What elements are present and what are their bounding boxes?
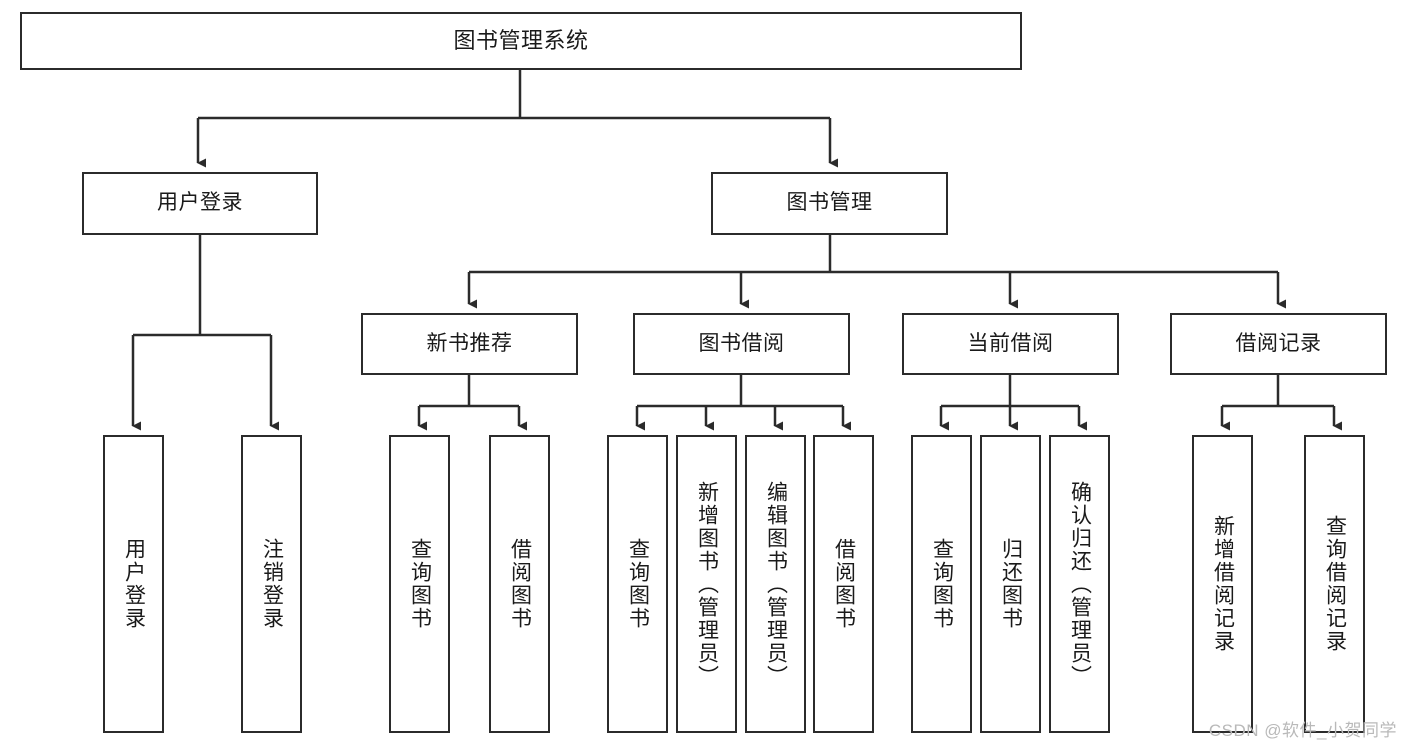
node-current-borrow[interactable]: 当前借阅 bbox=[902, 313, 1119, 375]
node-leaf-query-record[interactable]: 查询借阅记录 bbox=[1304, 435, 1365, 733]
node-root-system[interactable]: 图书管理系统 bbox=[20, 12, 1022, 70]
node-book-manage-label: 图书管理 bbox=[786, 191, 873, 215]
node-leaf-return-book[interactable]: 归还图书 bbox=[980, 435, 1041, 733]
node-leaf-query-record-label: 查询借阅记录 bbox=[1323, 515, 1347, 653]
node-leaf-user-login[interactable]: 用户登录 bbox=[103, 435, 164, 733]
node-leaf-borrow-book-1-label: 借阅图书 bbox=[508, 538, 532, 630]
node-leaf-borrow-book-2[interactable]: 借阅图书 bbox=[813, 435, 874, 733]
node-leaf-edit-book[interactable]: 编辑图书（管理员） bbox=[745, 435, 806, 733]
node-leaf-logout-login-label: 注销登录 bbox=[260, 538, 284, 630]
node-current-borrow-label: 当前借阅 bbox=[967, 331, 1054, 355]
node-root-system-label: 图书管理系统 bbox=[453, 28, 589, 54]
node-leaf-query-book-3-label: 查询图书 bbox=[930, 538, 954, 630]
node-leaf-logout-login[interactable]: 注销登录 bbox=[241, 435, 302, 733]
node-leaf-confirm-return[interactable]: 确认归还（管理员） bbox=[1049, 435, 1110, 733]
node-leaf-edit-book-label: 编辑图书（管理员） bbox=[764, 480, 788, 688]
node-book-borrow-label: 图书借阅 bbox=[698, 331, 785, 355]
node-leaf-query-book-1[interactable]: 查询图书 bbox=[389, 435, 450, 733]
node-leaf-query-book-3[interactable]: 查询图书 bbox=[911, 435, 972, 733]
node-new-book-recommend[interactable]: 新书推荐 bbox=[361, 313, 578, 375]
node-leaf-query-book-1-label: 查询图书 bbox=[408, 538, 432, 630]
node-borrow-record-label: 借阅记录 bbox=[1235, 331, 1322, 355]
node-leaf-confirm-return-label: 确认归还（管理员） bbox=[1068, 480, 1092, 688]
node-leaf-add-record-label: 新增借阅记录 bbox=[1211, 515, 1235, 653]
node-book-borrow[interactable]: 图书借阅 bbox=[633, 313, 850, 375]
node-leaf-add-record[interactable]: 新增借阅记录 bbox=[1192, 435, 1253, 733]
node-user-login-label: 用户登录 bbox=[157, 191, 243, 215]
node-user-login[interactable]: 用户登录 bbox=[82, 172, 318, 235]
node-book-manage[interactable]: 图书管理 bbox=[711, 172, 948, 235]
node-leaf-query-book-2-label: 查询图书 bbox=[626, 538, 650, 630]
node-leaf-borrow-book-2-label: 借阅图书 bbox=[832, 538, 856, 630]
csdn-watermark: CSDN @软件_小贺同学 bbox=[1208, 721, 1397, 740]
node-leaf-return-book-label: 归还图书 bbox=[999, 538, 1023, 630]
node-leaf-add-book[interactable]: 新增图书（管理员） bbox=[676, 435, 737, 733]
node-leaf-user-login-label: 用户登录 bbox=[122, 538, 146, 630]
node-new-book-recommend-label: 新书推荐 bbox=[426, 331, 513, 355]
node-leaf-borrow-book-1[interactable]: 借阅图书 bbox=[489, 435, 550, 733]
node-leaf-query-book-2[interactable]: 查询图书 bbox=[607, 435, 668, 733]
node-borrow-record[interactable]: 借阅记录 bbox=[1170, 313, 1387, 375]
node-leaf-add-book-label: 新增图书（管理员） bbox=[695, 480, 719, 688]
